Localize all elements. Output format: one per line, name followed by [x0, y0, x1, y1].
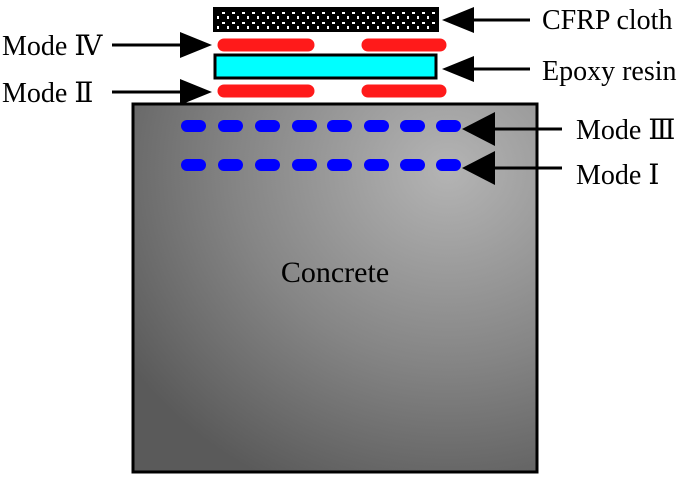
cfrp-cloth-label: CFRP cloth — [542, 5, 672, 36]
cfrp-cloth-layer — [213, 7, 439, 32]
epoxy-resin-layer — [213, 53, 438, 80]
mode-iii-label: Mode Ⅲ — [576, 115, 675, 146]
mode-ii-arrow — [112, 79, 212, 105]
mode-iv-arrow — [112, 32, 212, 58]
epoxy-resin-label: Epoxy resin — [542, 56, 677, 87]
epoxy-resin-arrow — [442, 56, 530, 82]
mode-ii-label: Mode Ⅱ — [2, 78, 93, 109]
mode-i-arrow — [462, 151, 562, 185]
cfrp-cloth-arrow — [442, 7, 530, 33]
mode-i-label: Mode Ⅰ — [576, 160, 659, 191]
concrete-label: Concrete — [281, 256, 389, 289]
mode-iv-label: Mode Ⅳ — [2, 31, 103, 62]
mode-iii-arrow — [462, 112, 562, 146]
